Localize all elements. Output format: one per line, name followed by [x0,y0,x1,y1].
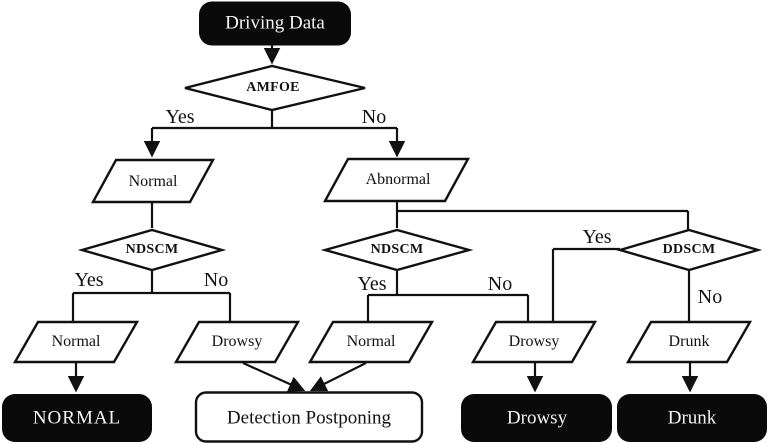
normal-final-node [2,394,152,442]
normal-mid-result-shape [307,320,435,364]
abnormal-branch-label: Abnormal [365,171,431,188]
amfoe-yes-label: Yes [165,106,195,128]
drowsy-final-label: Drowsy [506,407,568,429]
ndscm-left-no-label: No [203,269,229,291]
ddscm-no-label: No [697,286,723,308]
drowsy-left-result-shape [173,320,301,364]
detection-postponing-label: Detection Postponing [226,407,392,429]
normal-branch-shape [90,158,216,204]
ndscm-mid-yes-label: Yes [357,273,387,295]
normal-branch-label: Normal [128,173,178,190]
ndscm-mid-label: NDSCM [370,242,424,257]
ndscm-mid-diamond [320,228,474,272]
driving-data-label: Driving Data [225,12,325,34]
driving-data-node [199,1,351,46]
ndscm-left-yes-label: Yes [74,269,104,291]
drowsy-mid-result-shape [470,320,598,364]
ddscm-label: DDSCM [662,242,716,257]
ndscm-mid-no-label: No [487,273,513,295]
connector-drowsy-postponing [242,361,306,392]
ndscm-left-diamond [77,228,227,272]
normal-mid-result-label: Normal [346,333,396,350]
connector-normal-postponing [309,362,367,392]
ndscm-left-label: NDSCM [125,242,179,257]
normal-final-label: NORMAL [32,407,122,429]
detection-postponing-node [194,391,424,443]
drunk-final-label: Drunk [667,407,717,429]
abnormal-branch-shape [322,157,471,203]
amfoe-no-label: No [361,106,387,128]
drunk-result-label: Drunk [668,333,710,350]
amfoe-label: AMFOE [246,80,300,95]
drowsy-final-node [461,394,612,442]
drunk-final-node [617,394,767,442]
amfoe-diamond [184,64,366,112]
normal-left-result-shape [12,320,140,364]
drowsy-left-result-label: Drowsy [211,333,263,350]
drunk-result-shape [625,320,753,364]
drowsy-mid-result-label: Drowsy [508,333,560,350]
ddscm-diamond [615,228,763,272]
normal-left-result-label: Normal [51,333,101,350]
ddscm-yes-label: Yes [582,226,612,248]
